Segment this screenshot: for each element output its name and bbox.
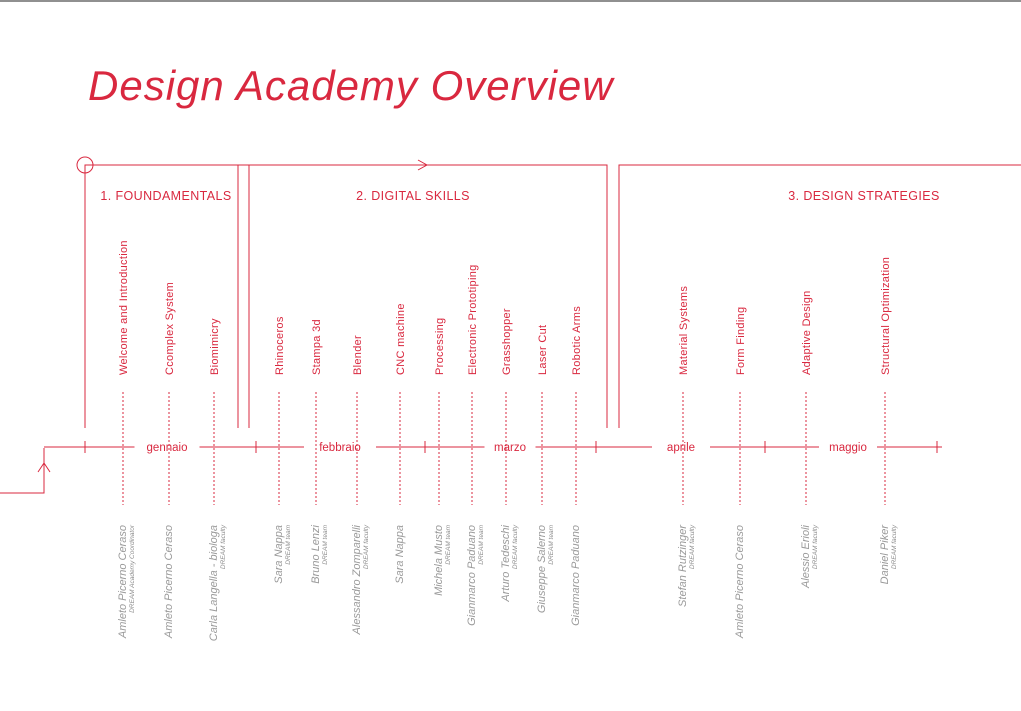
lecturer-role: DREAM team <box>445 524 452 564</box>
month-label: marzo <box>494 442 526 454</box>
lecturer-name: Sara Nappa <box>273 525 285 584</box>
lecturer-name: Bruno Lenzi <box>310 524 322 583</box>
lecturer-name: Alessio Erioli <box>800 524 812 589</box>
lecturer-name: Michela Musto <box>433 525 445 596</box>
topic-title: Rhinoceros <box>274 316 286 375</box>
month-label-bg <box>819 439 877 455</box>
section-label: 1. FOUNDAMENTALS <box>100 189 231 203</box>
month-label: gennaio <box>147 442 188 454</box>
month-label: maggio <box>829 442 867 454</box>
topic-title: Structural Optimization <box>880 257 892 375</box>
topic-title: Processing <box>434 318 446 375</box>
month-label-bg <box>304 439 376 455</box>
lecturer-name: Amleto Picerno Ceraso <box>117 525 129 639</box>
lecturer-role: DREAM team <box>548 524 555 564</box>
lecturer-name: Gianmarco Paduano <box>466 525 478 626</box>
month-label-bg <box>134 439 200 455</box>
lecturer-role: DREAM faculty <box>891 524 898 569</box>
page-title: Design Academy Overview <box>88 62 614 109</box>
lecturer-role: DREAM faculty <box>689 524 696 569</box>
section-label: 2. DIGITAL SKILLS <box>356 189 470 203</box>
entry-line <box>0 448 45 494</box>
lecturer-name: Amleto Picerno Ceraso <box>734 525 746 639</box>
lecturer-role: DREAM faculty <box>363 524 370 569</box>
lecturer-name: Gianmarco Paduano <box>570 525 582 626</box>
topic-title: Material Systems <box>678 286 690 375</box>
lecturer-role: DREAM faculty <box>512 524 519 569</box>
lecturer-name: Alessandro Zomparelli <box>351 524 363 635</box>
topic-title: CNC machine <box>395 303 407 375</box>
topic-title: Stampa 3d <box>311 319 323 375</box>
lecturer-name: Sara Nappa <box>394 525 406 584</box>
lecturer-role: DREAM Academy Coordinator <box>129 524 136 613</box>
topic-title: Biomimicry <box>209 318 221 375</box>
section-label: 3. DESIGN STRATEGIES <box>788 189 940 203</box>
lecturer-name: Giuseppe Salerno <box>536 525 548 613</box>
topic-title: Form Finding <box>735 307 747 375</box>
month-label: febbraio <box>319 442 361 454</box>
topic-title: Laser Cut <box>537 325 549 375</box>
topic-title: Adaptive Design <box>801 290 813 375</box>
topic-title: Electronic Prototiping <box>467 264 479 375</box>
lecturer-name: Carla Langella - biologa <box>208 525 220 641</box>
topic-title: Ccomplex System <box>164 282 176 375</box>
lecturer-name: Daniel Piker <box>879 524 891 585</box>
lecturer-role: DREAM team <box>478 524 485 564</box>
lecturer-role: DREAM team <box>322 524 329 564</box>
topic-title: Grasshopper <box>501 308 513 375</box>
arrow-up-icon <box>37 462 51 473</box>
month-label-bg <box>484 439 536 455</box>
arrow-right-icon <box>417 159 429 171</box>
topic-title: Welcome and Introduction <box>118 240 130 375</box>
month-label: aprile <box>667 442 695 454</box>
lecturer-name: Stefan Rutzinger <box>677 524 689 607</box>
start-circle <box>76 156 94 174</box>
section-frame-foundamentals <box>84 164 250 428</box>
month-axis: gennaio febbraio marzo aprile maggio <box>44 439 942 455</box>
month-label-bg <box>652 439 710 455</box>
section-frames: 1. FOUNDAMENTALS 2. DIGITAL SKILLS 3. DESI… <box>0 156 1021 494</box>
section-frame-digital-skills <box>237 164 608 428</box>
section-frame-design-strategies <box>618 164 1021 428</box>
topic-title: Blender <box>352 335 364 375</box>
lecturer-role: DREAM faculty <box>812 524 819 569</box>
lecturer-role: DREAM team <box>285 524 292 564</box>
lecturer-role: DREAM faculty <box>220 524 227 569</box>
lecturer-name: Amleto Picerno Ceraso <box>163 525 175 639</box>
lecturer-name: Arturo Tedeschi <box>500 524 512 602</box>
topic-title: Robotic Arms <box>571 306 583 375</box>
